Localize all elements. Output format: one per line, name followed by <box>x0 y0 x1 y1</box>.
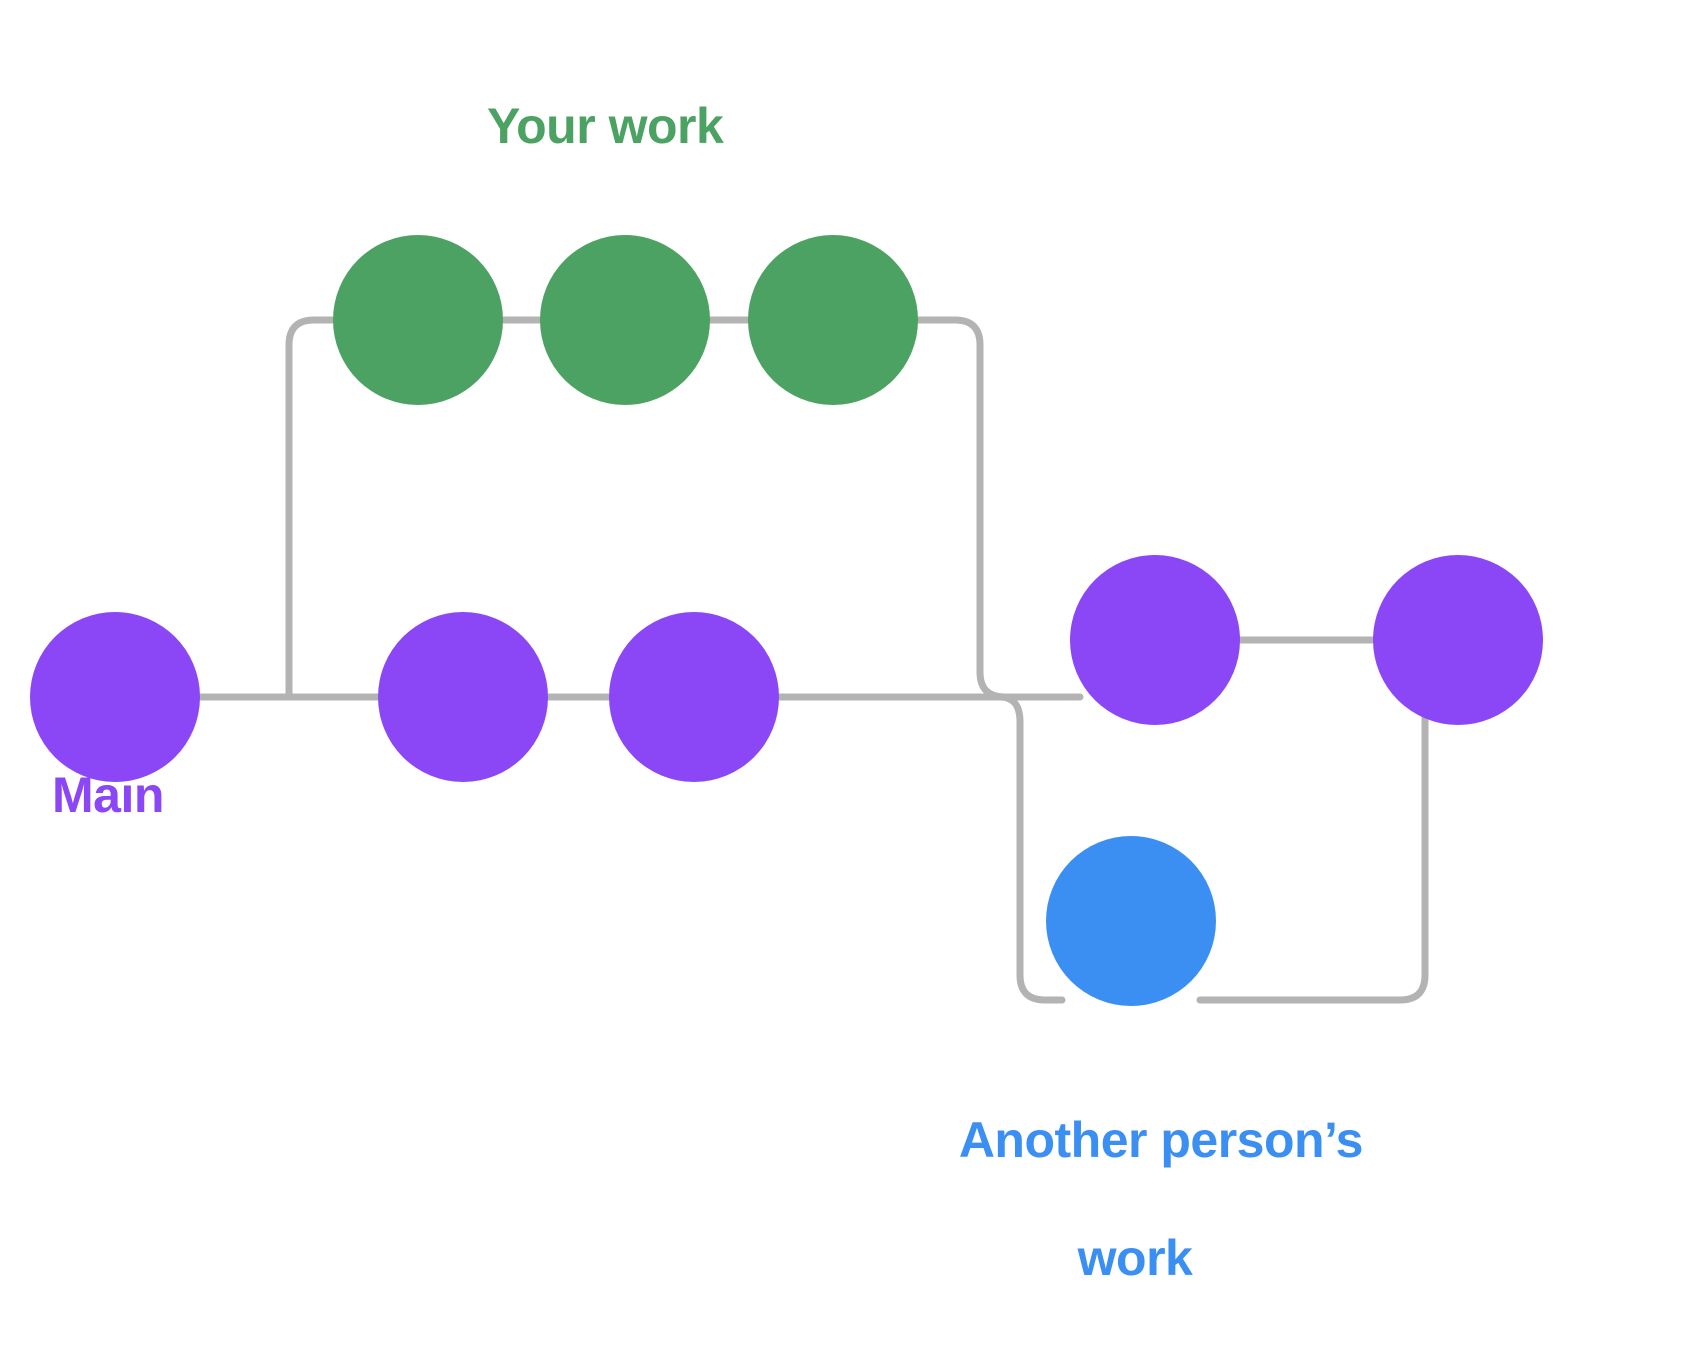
commit-node-main-1[interactable] <box>30 612 200 782</box>
edge-merge-green <box>914 316 1074 701</box>
edge-branch-out-green <box>285 316 349 701</box>
main-branch-nodes <box>30 555 1543 782</box>
commit-node-yourwork-3[interactable] <box>748 235 918 405</box>
commit-node-main-4[interactable] <box>1070 555 1240 725</box>
commit-node-main-5[interactable] <box>1373 555 1543 725</box>
commit-node-yourwork-2[interactable] <box>540 235 710 405</box>
branch-label-another-person-line1: Another person’s <box>958 1112 1364 1168</box>
commit-node-main-2[interactable] <box>378 612 548 782</box>
edge-branch-out-blue <box>776 693 1066 1004</box>
commit-node-yourwork-1[interactable] <box>333 235 503 405</box>
commit-node-main-3[interactable] <box>609 612 779 782</box>
branch-label-another-person-line2: work <box>1077 1230 1193 1286</box>
branch-label-main: Main <box>52 767 164 823</box>
another-person-branch-nodes <box>1046 836 1216 1006</box>
branch-label-another-person: Another person’s work <box>905 1052 1365 1352</box>
your-work-branch-nodes <box>333 235 918 405</box>
commit-node-anotherperson-1[interactable] <box>1046 836 1216 1006</box>
branch-label-your-work: Your work <box>487 98 724 154</box>
